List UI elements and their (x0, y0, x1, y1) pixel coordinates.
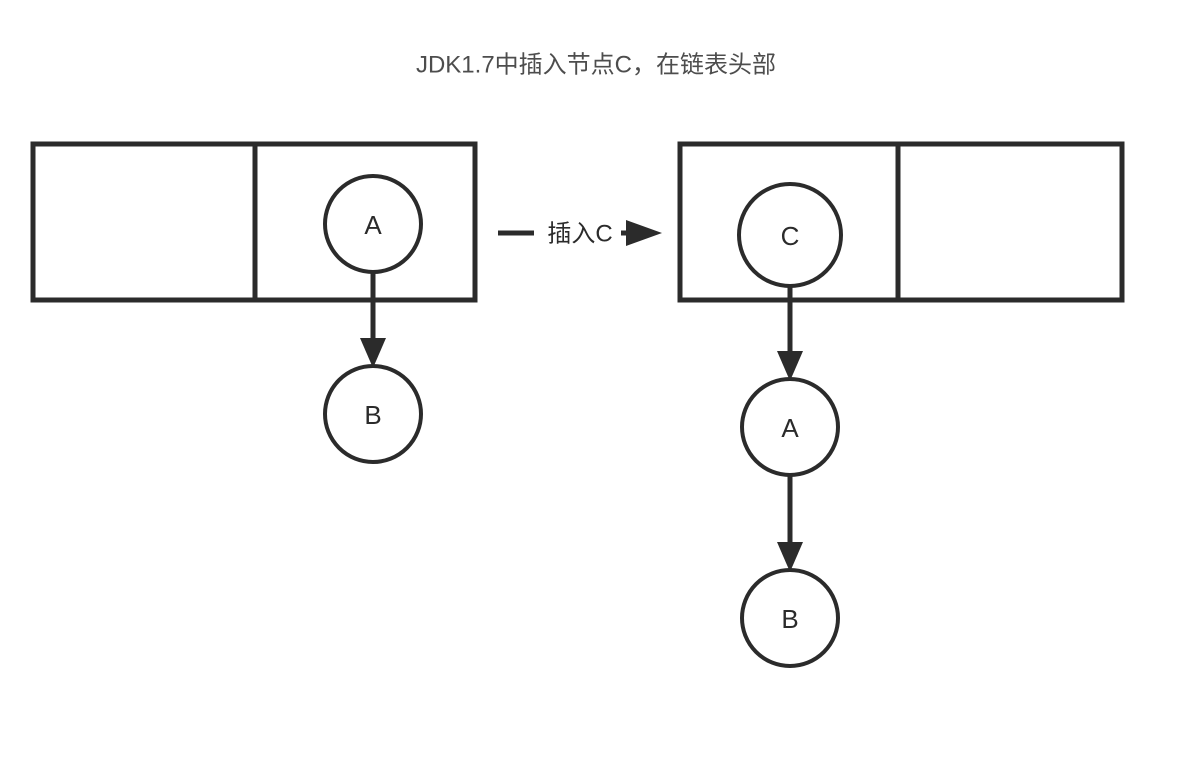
node-circle (740, 377, 840, 477)
arrowhead-icon (626, 220, 662, 246)
link-a-to-b (777, 475, 803, 572)
link-c-to-a (777, 286, 803, 381)
arrowhead-icon (777, 542, 803, 572)
node-circle (323, 174, 423, 274)
page-title: JDK1.7中插入节点C，在链表头部 (416, 51, 776, 78)
node-label: B (781, 604, 798, 634)
before-linked-list: A B (323, 174, 423, 464)
transition-label: 插入C (547, 221, 612, 248)
transition-arrow: 插入C (498, 220, 662, 248)
node-circle (740, 568, 840, 668)
node-label: B (364, 400, 381, 430)
node-b: B (740, 568, 840, 668)
node-circle (737, 182, 843, 288)
arrowhead-icon (777, 351, 803, 381)
after-linked-list: C A B (737, 182, 843, 668)
node-a: A (740, 377, 840, 477)
node-b: B (323, 364, 423, 464)
node-a: A (323, 174, 423, 274)
arrowhead-icon (360, 338, 386, 368)
node-label: A (364, 210, 382, 240)
node-circle (323, 364, 423, 464)
node-c: C (737, 182, 843, 288)
node-label: C (781, 221, 800, 251)
link-a-to-b (360, 272, 386, 368)
node-label: A (781, 413, 799, 443)
